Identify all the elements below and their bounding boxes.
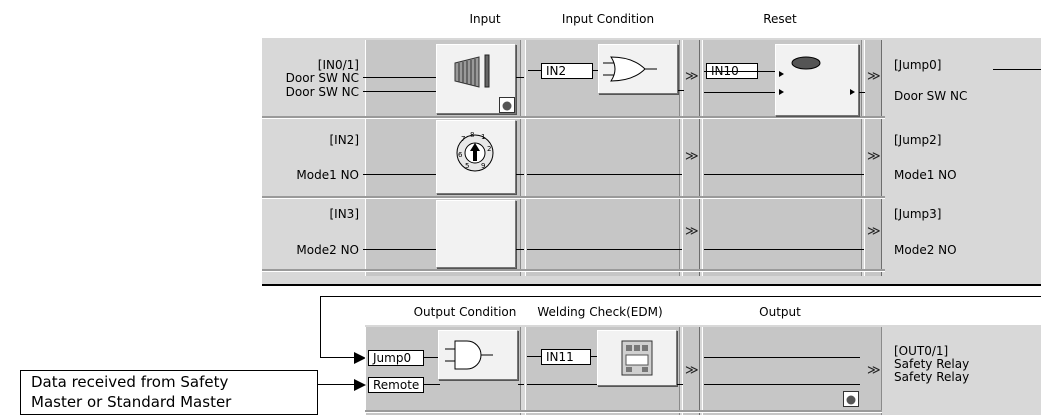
wire [424, 384, 440, 385]
row1-input-desc: Mode1 NO [296, 168, 359, 182]
row2-jump-tag: [Jump3] [894, 207, 942, 221]
svg-text:9: 9 [481, 162, 485, 170]
jump-wire-left [320, 296, 321, 358]
wire [527, 174, 682, 175]
chevron-down-icon[interactable]: ≫ [867, 69, 881, 84]
row0-input-desc-1: Door SW NC [285, 71, 359, 85]
chevron-down-icon[interactable]: ≫ [685, 69, 699, 84]
wire [424, 357, 440, 358]
row2-input-desc: Mode2 NO [296, 243, 359, 257]
dropdown-badge-icon[interactable] [843, 391, 859, 407]
chevron-down-icon[interactable]: ≫ [685, 363, 699, 378]
reset-button-icon [779, 56, 855, 95]
jump-wire-bottom [320, 357, 360, 358]
svg-text:6: 6 [458, 151, 463, 159]
output-condition-block[interactable] [438, 330, 518, 380]
wire [363, 249, 441, 250]
rotary-switch-icon: 7 8 1 2 6 5 9 [456, 131, 494, 172]
header-output-condition: Output Condition [413, 305, 517, 319]
jump-wire-top [320, 296, 1041, 297]
row-divider [262, 196, 885, 199]
svg-text:5: 5 [465, 162, 469, 170]
wire [704, 174, 864, 175]
svg-text:7: 7 [461, 135, 465, 143]
wire [527, 384, 597, 385]
wire [516, 77, 524, 78]
reset-separator[interactable] [864, 40, 882, 276]
chevron-down-icon[interactable]: ≫ [867, 149, 881, 164]
wire [677, 384, 683, 385]
arrow-right-icon [354, 379, 366, 391]
output-condition-tag-remote[interactable]: Remote [368, 377, 424, 393]
wire [363, 77, 441, 78]
chevron-down-icon[interactable]: ≫ [685, 224, 699, 239]
row1-input-tag: [IN2] [329, 133, 359, 147]
row0-input-tag: [IN0/1] [317, 58, 359, 72]
wire [704, 357, 860, 358]
input-condition-block[interactable] [598, 44, 678, 94]
svg-text:2: 2 [487, 145, 491, 153]
wire [704, 384, 860, 385]
output-tag: [OUT0/1] [894, 344, 949, 358]
row-divider [365, 410, 882, 413]
remote-data-callout: Data received from Safety Master or Stan… [20, 370, 318, 415]
wire [704, 71, 776, 72]
row2-input-tag: [IN3] [329, 207, 359, 221]
chevron-down-icon[interactable]: ≫ [685, 149, 699, 164]
wire [516, 249, 524, 250]
wire [704, 249, 864, 250]
callout-arrow-line [318, 384, 360, 385]
input-block-row2[interactable] [436, 200, 516, 268]
input-block-row1[interactable]: 7 8 1 2 6 5 9 [436, 120, 516, 194]
edm-separator[interactable] [682, 327, 700, 415]
edm-tag-in11[interactable]: IN11 [541, 349, 591, 365]
condition-separator[interactable] [682, 40, 700, 276]
wire [704, 92, 776, 93]
callout-line-2: Master or Standard Master [31, 393, 232, 411]
output-condition-tag-jump0[interactable]: Jump0 [368, 350, 424, 366]
wire [363, 91, 441, 92]
row-divider [262, 269, 885, 272]
header-input-condition: Input Condition [561, 12, 655, 26]
output-desc-2: Safety Relay [894, 370, 970, 384]
wire [363, 174, 441, 175]
row0-jump-tag: [Jump0] [894, 58, 942, 72]
output-desc-1: Safety Relay [894, 357, 970, 371]
row-divider [262, 116, 885, 119]
header-reset: Reset [763, 12, 797, 26]
arrow-right-icon [354, 352, 366, 364]
chevron-down-icon[interactable]: ≫ [867, 363, 881, 378]
wire [518, 384, 524, 385]
section-divider [262, 284, 1041, 286]
wire [993, 69, 1041, 70]
wire [859, 92, 865, 93]
header-output: Output [759, 305, 801, 319]
row1-jump-desc: Mode1 NO [894, 168, 957, 182]
wire [678, 90, 684, 91]
reset-block[interactable] [775, 44, 859, 116]
chevron-down-icon[interactable]: ≫ [867, 224, 881, 239]
row0-input-desc-2: Door SW NC [285, 85, 359, 99]
row0-jump-desc: Door SW NC [894, 89, 968, 103]
wire [527, 249, 682, 250]
row2-jump-desc: Mode2 NO [894, 243, 957, 257]
input-block-row0[interactable] [436, 44, 516, 114]
svg-text:8: 8 [470, 131, 474, 139]
row1-jump-tag: [Jump2] [894, 133, 942, 147]
header-input: Input [469, 12, 501, 26]
and-gate-icon [445, 340, 493, 370]
svg-text:1: 1 [481, 133, 485, 141]
light-curtain-icon [454, 54, 490, 88]
dropdown-badge-icon[interactable] [499, 97, 515, 113]
or-gate-icon [603, 56, 657, 82]
header-welding-check: Welding Check(EDM) [537, 305, 663, 319]
welding-check-block[interactable] [597, 330, 677, 386]
wire [516, 174, 524, 175]
condition-tag-in2[interactable]: IN2 [541, 63, 593, 79]
relay-icon [621, 340, 653, 376]
callout-line-1: Data received from Safety [31, 373, 229, 391]
